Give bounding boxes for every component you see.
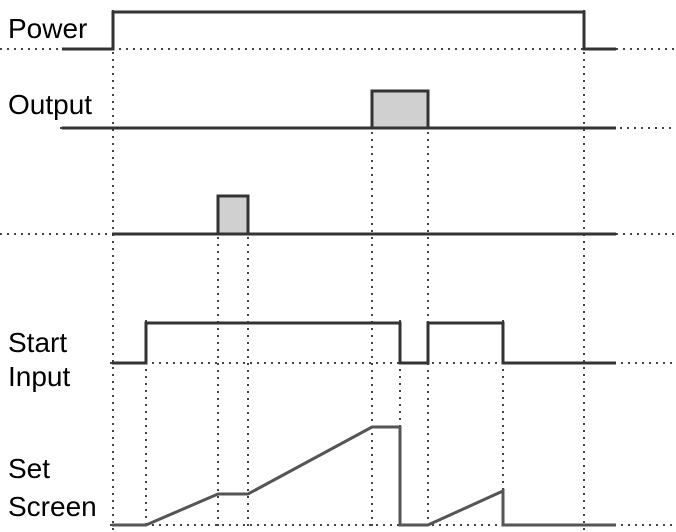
vertical-guides (112, 10, 585, 530)
horizontal-baselines (0, 48, 676, 526)
label-input: Input (8, 361, 70, 392)
label-start: Start (8, 327, 67, 358)
label-power: Power (8, 13, 87, 44)
output-pulse (370, 89, 430, 130)
set-screen-waveform (112, 425, 616, 527)
power-waveform (62, 10, 616, 51)
label-screen: Screen (8, 491, 97, 522)
signal-labels: Power Output Start Input Set Screen (8, 13, 97, 522)
label-set: Set (8, 453, 50, 484)
unlabeled-pulse (216, 194, 250, 236)
start-input-waveform (112, 321, 616, 365)
label-output: Output (8, 89, 92, 120)
